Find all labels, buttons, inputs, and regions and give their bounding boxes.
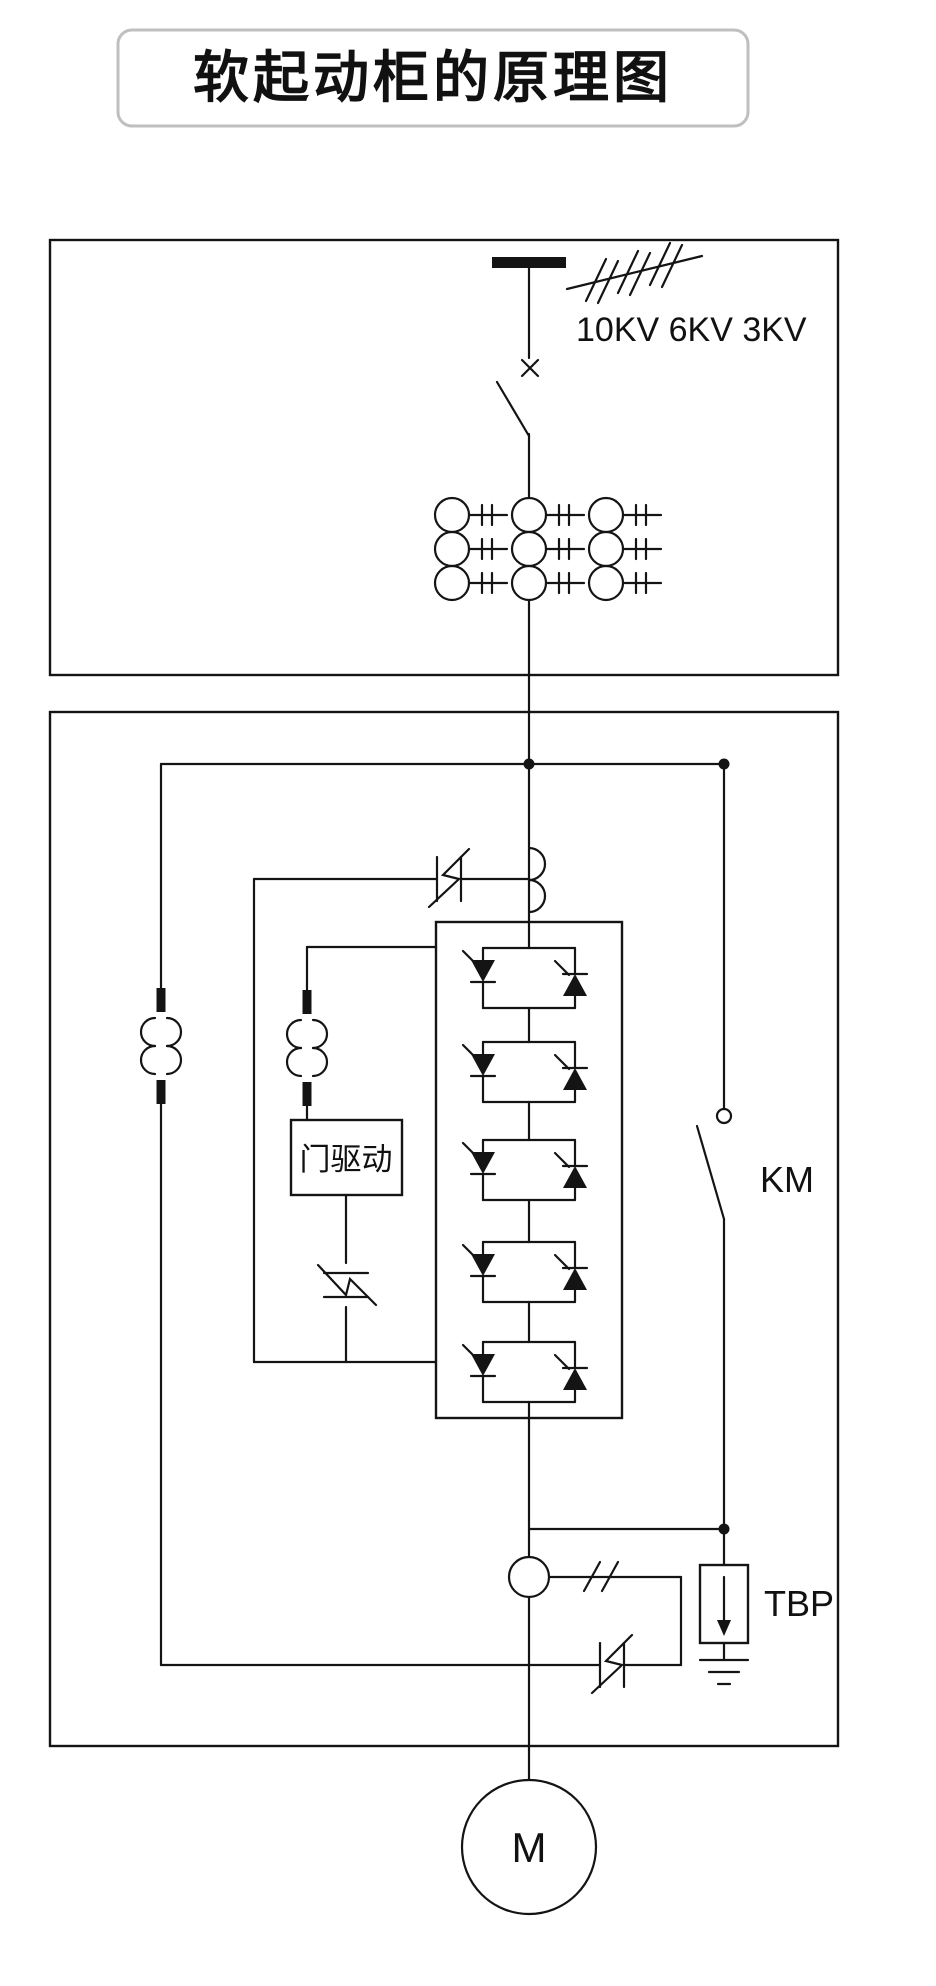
disconnect-switch-icon xyxy=(495,358,540,438)
gate-transformer-symbol xyxy=(285,988,329,1108)
voltage-label: 10KV 6KV 3KV xyxy=(576,311,807,349)
thyristor-pair-3 xyxy=(461,1138,589,1202)
output-ct-icon xyxy=(507,1555,551,1599)
incoming-feeder-icon xyxy=(565,241,704,305)
thyristor-pair-5 xyxy=(461,1340,589,1404)
thyristor-stack-box xyxy=(434,920,624,1420)
gate-drive-box: 门驱动 xyxy=(289,1118,404,1197)
thyristor-pair-2 xyxy=(461,1040,589,1104)
motor: M xyxy=(460,1778,598,1916)
line-coil-icon xyxy=(527,846,547,914)
motor-circle xyxy=(460,1778,598,1916)
tbp-arrow-icon xyxy=(717,1620,731,1636)
soft-starter-cabinet-box xyxy=(48,710,840,1748)
tbp-label: TBP xyxy=(764,1583,834,1624)
ground-icon xyxy=(698,1658,750,1686)
tbp-device xyxy=(698,1563,750,1686)
incoming-cabinet-box xyxy=(48,238,840,677)
km-label: KM xyxy=(760,1159,814,1200)
title-block: 软起动柜的原理图 xyxy=(116,28,750,128)
gate-arrester-icon xyxy=(316,1263,378,1307)
junction-dots xyxy=(523,758,730,1535)
thyristor-pair-1 xyxy=(461,946,589,1010)
thyristor-stack xyxy=(434,920,624,1420)
km-contactor-icon xyxy=(715,1107,733,1125)
ct-group xyxy=(433,496,663,602)
pt-symbol xyxy=(139,986,183,1106)
gate-drive-label: 门驱动 xyxy=(300,1142,393,1177)
thyristor-pair-4 xyxy=(461,1240,589,1304)
motor-label: M xyxy=(512,1824,547,1871)
page-title: 软起动柜的原理图 xyxy=(193,46,673,109)
incoming-section: 10KV 6KV 3KV xyxy=(433,241,807,766)
title-box xyxy=(116,28,750,128)
busbar-icon xyxy=(492,257,566,268)
starter-wiring xyxy=(159,762,726,1782)
tbp-box xyxy=(698,1563,750,1645)
